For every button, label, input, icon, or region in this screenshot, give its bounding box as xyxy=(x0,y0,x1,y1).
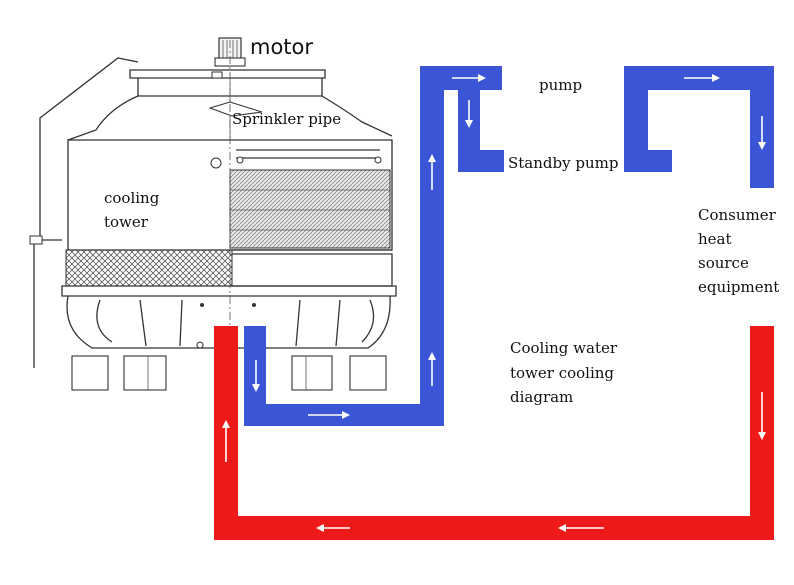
flow-arrow-up xyxy=(222,420,230,462)
standby-pump-label: Standby pump xyxy=(508,154,618,172)
motor-label: motor xyxy=(250,35,313,59)
flow-arrow-down xyxy=(465,100,473,128)
flow-arrow-down xyxy=(758,116,766,150)
flow-arrow-right xyxy=(684,74,720,82)
pump-label: pump xyxy=(539,76,582,94)
cooling-tower-label-line1: cooling xyxy=(104,189,160,207)
diagram-title-line1: Cooling water xyxy=(510,339,618,357)
consumer-label-line1: Consumer xyxy=(698,206,777,224)
flow-arrow-right xyxy=(308,411,350,419)
cooling-tower-label-line2: tower xyxy=(104,213,149,231)
consumer-label-line3: source xyxy=(698,254,749,272)
flow-arrow-right xyxy=(452,74,486,82)
flow-arrow-down xyxy=(252,360,260,392)
flow-arrow-down xyxy=(758,392,766,440)
consumer-label-line2: heat xyxy=(698,230,732,248)
diagram-title-line3: diagram xyxy=(510,388,573,406)
consumer-label-line4: equipment xyxy=(698,278,779,296)
diagram-title-line2: tower cooling xyxy=(510,364,614,382)
flow-arrows xyxy=(222,74,766,532)
sprinkler-pipe-label: Sprinkler pipe xyxy=(232,110,341,128)
hot-water-pipe xyxy=(214,326,774,540)
flow-arrow-left xyxy=(316,524,350,532)
cooling-tower-drawing xyxy=(29,37,397,391)
flow-arrow-left xyxy=(558,524,604,532)
flow-arrow-up xyxy=(428,154,436,190)
flow-arrow-up xyxy=(428,352,436,386)
